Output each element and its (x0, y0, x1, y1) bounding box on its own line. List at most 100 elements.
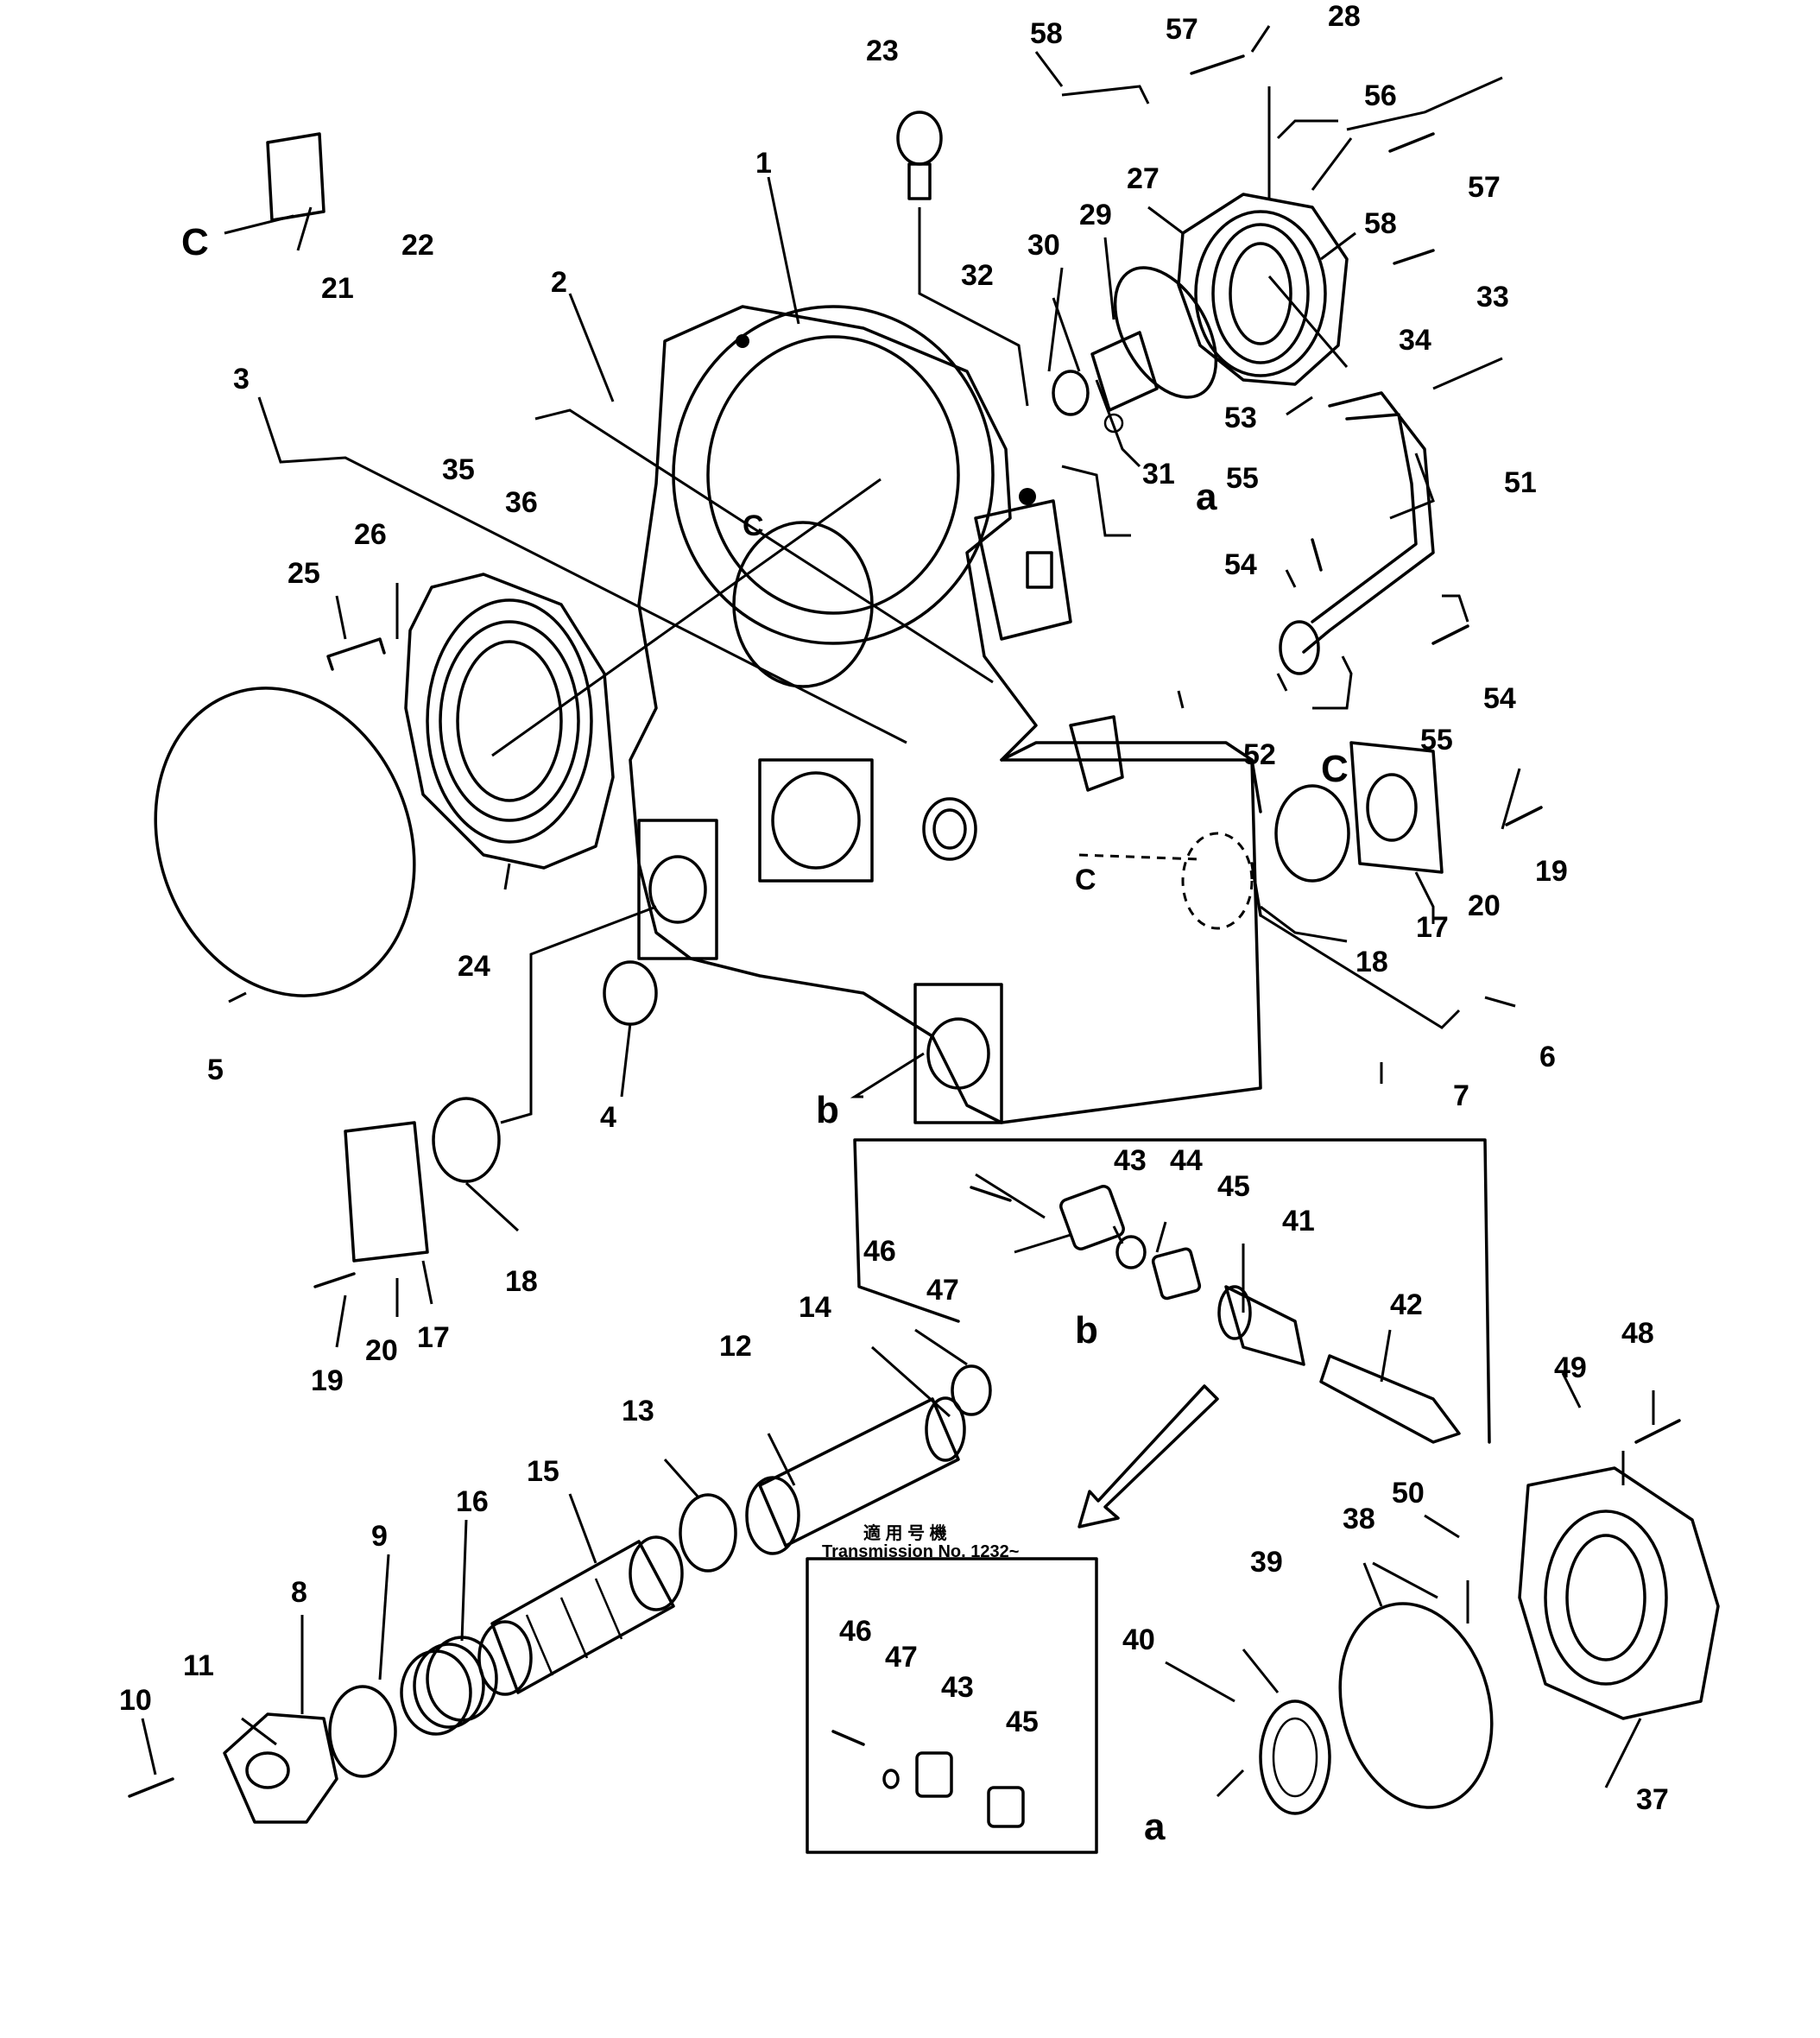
callout-28: 28 (1328, 0, 1361, 33)
assembly-arrow (1077, 1384, 1219, 1528)
callout-50: 50 (1392, 1477, 1425, 1510)
callout-47b: 47 (885, 1641, 918, 1674)
callout-34: 34 (1399, 324, 1431, 357)
transmission-case (629, 305, 1262, 1124)
callout-57: 57 (1166, 13, 1198, 46)
callout-43: 43 (1114, 1144, 1147, 1177)
ref-b-right: b (1075, 1309, 1098, 1351)
bracket-frame (853, 1138, 1491, 1444)
leader-lines (141, 25, 1655, 1798)
callout-51: 51 (1504, 466, 1537, 499)
callout-19: 19 (1535, 855, 1568, 888)
callout-33: 33 (1476, 281, 1509, 313)
ring-31 (1103, 413, 1124, 434)
callout-numbers: 1 2 3 4 5 6 7 8 9 10 11 12 13 14 15 16 1… (119, 0, 1669, 1816)
callout-3: 3 (233, 363, 250, 396)
o-ring-5 (154, 687, 416, 997)
inset-bolt-46 (831, 1730, 865, 1746)
o-ring-39 (1338, 1602, 1494, 1809)
callout-52: 52 (1243, 738, 1276, 771)
ref-c-topleft: C (181, 221, 209, 263)
seal-40 (1259, 1699, 1331, 1815)
callout-57b: 57 (1468, 171, 1501, 204)
o-ring-4 (603, 960, 658, 1026)
callout-58b: 58 (1364, 207, 1397, 240)
callout-16: 16 (456, 1485, 489, 1518)
reference-letters: a a b b C C C C (181, 221, 1349, 1848)
o-ring-29 (1113, 266, 1218, 399)
callout-15: 15 (527, 1455, 559, 1488)
ref-c-case: C (1075, 864, 1096, 896)
callout-35: 35 (442, 453, 475, 486)
plug-41 (1217, 1285, 1305, 1366)
callout-41: 41 (1282, 1205, 1315, 1237)
inset-box (806, 1557, 1098, 1854)
callout-17b: 17 (417, 1321, 450, 1354)
o-ring-9 (328, 1685, 397, 1778)
ref-c-right: C (1321, 748, 1349, 790)
cover-21 (266, 132, 325, 222)
gasket-45 (1151, 1247, 1202, 1301)
spring-16 (400, 1636, 498, 1736)
callout-27: 27 (1127, 162, 1160, 195)
pump-housing-37 (1518, 1466, 1720, 1720)
filter-cover-8 (223, 1712, 338, 1824)
ref-a-top: a (1196, 476, 1217, 518)
cover-17-right (1349, 741, 1444, 874)
callout-55: 55 (1226, 462, 1259, 495)
inset-title-jp: 適 用 号 機 (863, 1522, 947, 1543)
callout-13: 13 (622, 1395, 654, 1427)
callout-19b: 19 (311, 1364, 344, 1397)
sleeve-30 (1090, 331, 1159, 412)
callout-29: 29 (1079, 199, 1112, 231)
valve-43 (1059, 1185, 1125, 1250)
inset-gasket-45 (987, 1786, 1025, 1828)
callout-37: 37 (1636, 1783, 1669, 1816)
callout-46b: 46 (839, 1615, 872, 1648)
callout-18: 18 (1356, 946, 1388, 978)
callout-20b: 20 (365, 1334, 398, 1367)
callout-47: 47 (926, 1274, 959, 1307)
callout-11: 11 (183, 1649, 214, 1682)
ref-b-left: b (816, 1089, 839, 1131)
o-ring-13 (679, 1493, 737, 1573)
callout-40: 40 (1122, 1623, 1155, 1656)
callout-32: 32 (961, 259, 994, 292)
callout-18b: 18 (505, 1265, 538, 1298)
callout-30: 30 (1027, 229, 1060, 262)
callout-17: 17 (1416, 911, 1449, 944)
callout-22: 22 (401, 229, 434, 262)
callout-43b: 43 (941, 1671, 974, 1704)
callout-23: 23 (866, 35, 899, 67)
callout-4: 4 (600, 1101, 616, 1134)
callout-45b: 45 (1006, 1706, 1039, 1738)
inset-washer-47 (882, 1769, 900, 1789)
callout-24: 24 (458, 950, 490, 983)
callout-54b: 54 (1483, 682, 1516, 715)
callout-14: 14 (799, 1291, 831, 1324)
callout-26: 26 (354, 518, 387, 551)
callout-12: 12 (719, 1330, 752, 1363)
callout-38: 38 (1343, 1503, 1375, 1535)
inset-title: Transmission No. 1232~ (822, 1542, 1019, 1561)
eye-bolt-23 (896, 111, 943, 200)
callout-2: 2 (551, 266, 567, 299)
pin-42 (1319, 1354, 1461, 1444)
pipe-51 (1302, 391, 1435, 654)
ref-a-bottom: a (1144, 1806, 1166, 1848)
callout-6: 6 (1539, 1041, 1556, 1073)
callout-49: 49 (1554, 1351, 1587, 1384)
callout-5: 5 (207, 1054, 224, 1086)
callout-10: 10 (119, 1684, 152, 1717)
callout-1: 1 (755, 147, 772, 180)
callout-8: 8 (291, 1576, 307, 1609)
callout-20: 20 (1468, 889, 1501, 922)
callout-56: 56 (1364, 79, 1397, 112)
callout-36: 36 (505, 486, 538, 519)
callout-31: 31 (1142, 458, 1175, 491)
callout-46: 46 (863, 1235, 896, 1268)
callout-55b: 55 (1420, 724, 1453, 756)
callout-53: 53 (1224, 402, 1257, 434)
o-ring-14 (951, 1364, 992, 1416)
callout-54: 54 (1224, 548, 1257, 581)
